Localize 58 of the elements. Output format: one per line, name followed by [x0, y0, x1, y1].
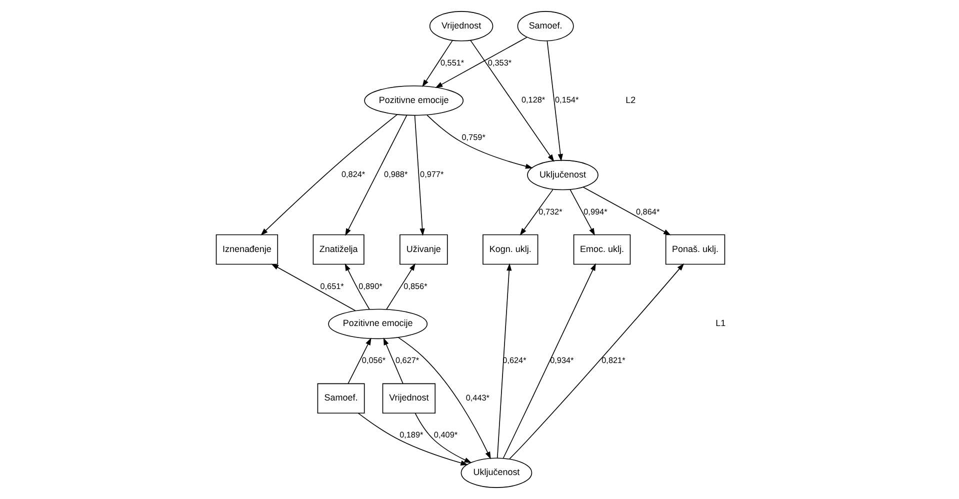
arrow: [509, 263, 684, 460]
edge-label: 0,864*: [636, 207, 660, 216]
arrow: [386, 263, 416, 310]
arrow: [496, 263, 512, 458]
node-box: Ponaš. uklj.: [665, 234, 726, 265]
arrow: [520, 189, 554, 236]
arrow: [260, 114, 398, 236]
arrow: [426, 114, 533, 169]
arrow: [470, 40, 554, 162]
edge-label: 0,056*: [362, 356, 386, 366]
arrow: [570, 189, 595, 236]
node-box: Emoc. uklj.: [573, 234, 631, 265]
label: L1: [716, 318, 726, 328]
node-ellipse: Vrijednost: [429, 11, 494, 42]
edge-label: 0,443*: [466, 393, 490, 402]
edge-label: 0,821*: [602, 356, 626, 366]
edge-label: 0,988*: [384, 170, 408, 180]
node-ellipse: Uključenost: [527, 160, 598, 190]
arrow: [414, 413, 472, 464]
arrow: [582, 186, 671, 236]
edge-label: 0,353*: [488, 58, 512, 68]
arrow: [414, 115, 425, 236]
edge-label: 0,824*: [341, 170, 366, 180]
edge-label: 0,551*: [440, 58, 464, 68]
edge-label: 0,732*: [538, 207, 562, 216]
arrow: [345, 114, 408, 236]
edge-label: 0,154*: [555, 96, 579, 105]
edge-label: 0,627*: [395, 356, 420, 366]
edge-label: 0,890*: [358, 282, 382, 291]
arrow: [546, 40, 563, 162]
node-box: Vrijednost: [382, 383, 436, 414]
node-box: Samoef.: [317, 383, 365, 414]
edge-label: 0,856*: [404, 282, 428, 291]
edge-label: 0,409*: [434, 430, 458, 440]
node-ellipse: Pozitivne emocije: [328, 308, 428, 340]
arrow: [435, 36, 528, 88]
node-box: Kogn. uklj.: [482, 234, 538, 265]
node-ellipse: Pozitivne emocije: [364, 85, 464, 116]
arrow: [383, 338, 404, 384]
edge-label: 0,759*: [462, 132, 486, 142]
edge-label: 0,128*: [521, 96, 546, 105]
arrow: [348, 338, 372, 384]
node-box: Uživanje: [400, 234, 448, 265]
node-box: Iznenađenje: [216, 234, 278, 265]
arrow: [502, 263, 596, 459]
edge-label: 0,977*: [420, 170, 444, 180]
arrow: [398, 337, 491, 460]
edge-label: 0,934*: [550, 356, 574, 366]
edge-label: 0,651*: [320, 282, 344, 291]
label: L2: [626, 94, 636, 105]
edge-label: 0,189*: [400, 430, 424, 440]
node-ellipse: Samoef.: [517, 11, 574, 42]
node-box: Znatiželja: [312, 234, 364, 265]
arrow: [358, 412, 468, 466]
arrow: [344, 263, 370, 310]
arrow: [422, 40, 453, 88]
edge-label: 0,994*: [584, 207, 608, 216]
arrow: [271, 264, 356, 312]
